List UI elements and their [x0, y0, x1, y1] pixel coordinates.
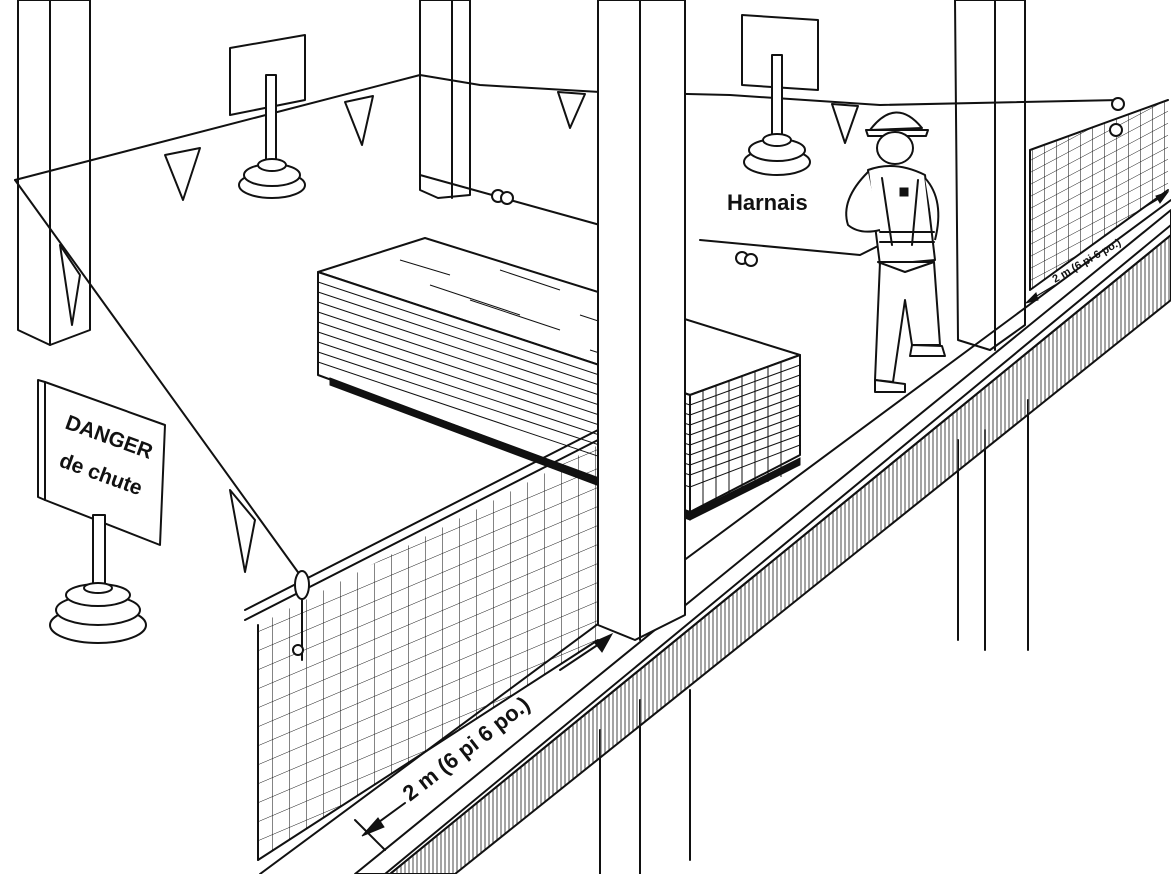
danger-sign: DANGER de chute: [38, 380, 165, 643]
front-column: [598, 0, 685, 640]
stanchion-back-left: [230, 35, 305, 198]
harness-label: Harnais: [727, 190, 808, 215]
stanchion-back-right: [742, 15, 818, 175]
